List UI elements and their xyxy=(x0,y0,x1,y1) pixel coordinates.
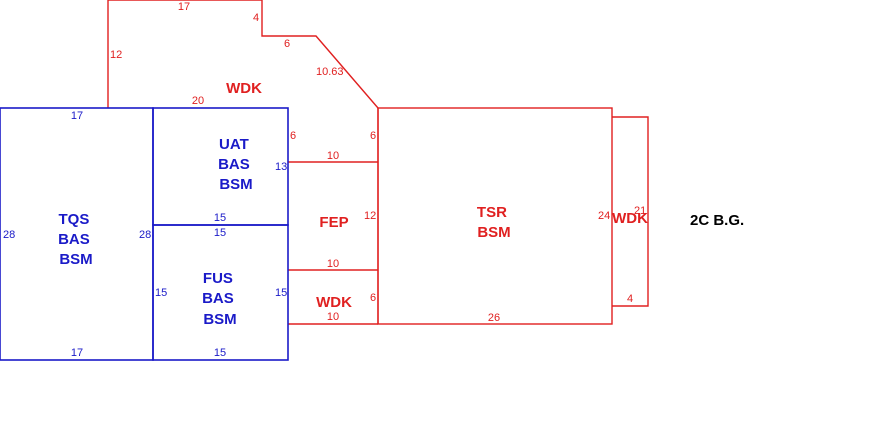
tsr-label-line2: BSM xyxy=(477,224,510,241)
dim-uat-bottom: 15 xyxy=(214,212,226,224)
dim-tqs-bottom: 17 xyxy=(71,347,83,359)
dim-wdk-mid-right: 6 xyxy=(370,292,376,304)
dim-wdk-right-bottom: 4 xyxy=(627,293,633,305)
dim-deck-left: 12 xyxy=(110,49,122,61)
wdk-top-label: WDK xyxy=(226,80,262,97)
dim-fus-top: 15 xyxy=(214,227,226,239)
fus-label-line3: BSM xyxy=(203,311,236,328)
dim-uat-right: 13 xyxy=(275,161,287,173)
wdk-right-outline xyxy=(612,116,649,307)
dim-fus-bottom: 15 xyxy=(214,347,226,359)
wdk-right-label: WDK xyxy=(612,210,648,227)
uat-label-line3: BSM xyxy=(219,176,252,193)
dim-fep-right-top: 6 xyxy=(370,130,376,142)
dim-uat-right-top: 6 xyxy=(290,130,296,142)
fep-label: FEP xyxy=(319,214,348,231)
note-label: 2C B.G. xyxy=(690,212,744,229)
dim-tsr-left: 24 xyxy=(598,210,610,222)
dim-tqs-left: 28 xyxy=(3,229,15,241)
dim-tqs-top: 17 xyxy=(71,110,83,122)
uat-label: UAT BAS BSM xyxy=(218,136,254,193)
tqs-label-line3: BSM xyxy=(59,251,92,268)
tqs-label-line1: TQS xyxy=(58,211,89,228)
dim-deck-notch: 4 xyxy=(253,12,259,24)
tsr-label: TSR BSM xyxy=(477,204,511,241)
dim-uat-top: 20 xyxy=(192,95,204,107)
dim-wdk-right-side: 21 xyxy=(634,205,646,217)
dim-fus-right: 15 xyxy=(275,287,287,299)
blue-dimensions: 17 28 28 17 13 15 15 15 15 15 xyxy=(3,110,287,359)
tsr-label-line1: TSR xyxy=(477,204,507,221)
fus-label: FUS BAS BSM xyxy=(202,270,238,328)
tqs-label: TQS BAS BSM xyxy=(58,211,94,268)
red-dimensions: 17 4 6 10.63 12 20 6 10 6 12 10 6 10 24 … xyxy=(110,1,646,324)
fus-label-line1: FUS xyxy=(203,270,233,287)
blue-outlines xyxy=(0,107,289,361)
wdk-top-outline xyxy=(107,0,379,109)
dim-deck-top: 17 xyxy=(178,1,190,13)
fus-label-line2: BAS xyxy=(202,290,234,307)
dim-fep-bottom: 10 xyxy=(327,258,339,270)
uat-label-line1: UAT xyxy=(219,136,249,153)
uat-label-line2: BAS xyxy=(218,156,250,173)
dim-fus-left: 15 xyxy=(155,287,167,299)
fus-outline xyxy=(152,224,289,361)
tqs-label-line2: BAS xyxy=(58,231,90,248)
dim-deck-diag: 10.63 xyxy=(316,66,344,78)
tsr-outline xyxy=(377,107,613,325)
dim-fep-right: 12 xyxy=(364,210,376,222)
wdk-mid-label: WDK xyxy=(316,294,352,311)
dim-fep-top: 10 xyxy=(327,150,339,162)
red-outlines xyxy=(107,0,649,325)
dim-tqs-right: 28 xyxy=(139,229,151,241)
dim-deck-step: 6 xyxy=(284,38,290,50)
dim-wdk-mid-bottom: 10 xyxy=(327,311,339,323)
dim-tsr-bottom: 26 xyxy=(488,312,500,324)
